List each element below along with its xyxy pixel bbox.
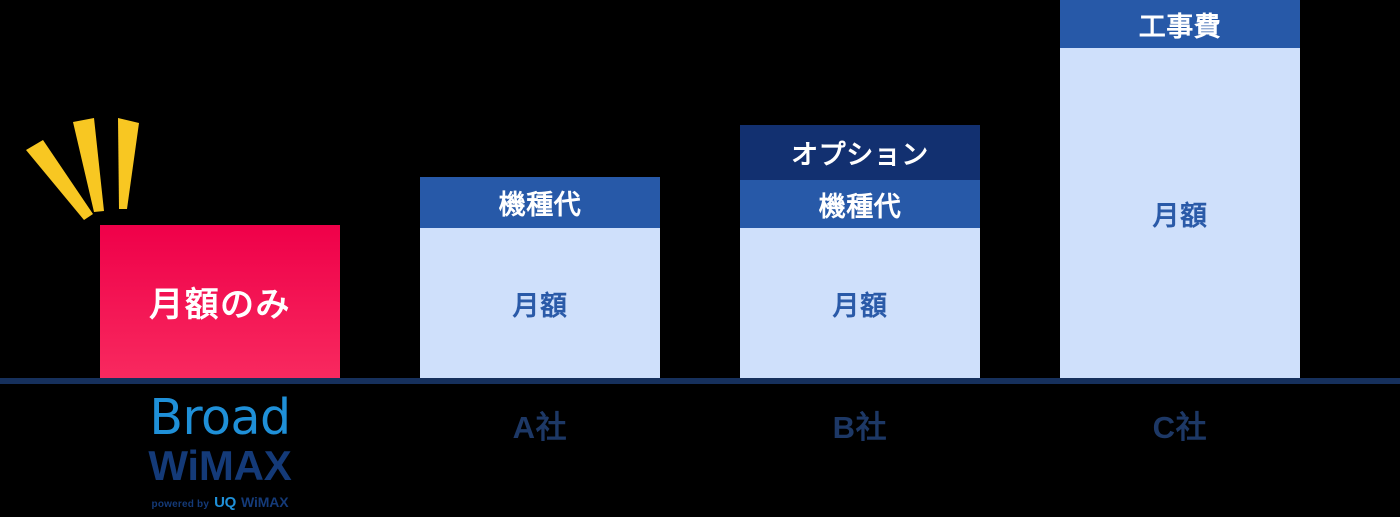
emphasis-rays-icon — [14, 108, 154, 223]
bar-segment-option-fee: オプション — [740, 125, 980, 180]
bar-broad-wimax: 月額のみ — [100, 225, 340, 378]
bar-segment-monthly-only: 月額のみ — [100, 225, 340, 378]
bar-segment-monthly-fee: 月額 — [420, 228, 660, 378]
logo-text-broad: Broad — [149, 389, 291, 446]
logo-powered-by-text: powered by — [151, 499, 210, 511]
brand-logo-broad-wimax: Broad WiMAX powered by UQ WiMAX — [100, 393, 340, 515]
xtick-label-company-b: B社 — [832, 410, 888, 445]
logo-partner-uq: UQ — [214, 494, 237, 512]
ray-middle — [73, 118, 104, 212]
starburst-svg — [26, 118, 139, 220]
bar-segment-monthly-fee: 月額 — [1060, 48, 1300, 378]
logo-partner-wimax: WiMAX — [241, 494, 289, 511]
bar-company-a: 機種代 月額 — [420, 177, 660, 378]
bar-segment-device-fee: 機種代 — [740, 180, 980, 228]
axis-baseline — [0, 378, 1400, 384]
logo-powered-by-row: powered by UQ WiMAX — [152, 494, 289, 511]
bar-company-b: オプション 機種代 月額 — [740, 125, 980, 378]
xtick-label-company-a: A社 — [512, 410, 568, 445]
ray-right — [118, 118, 139, 209]
ray-left — [26, 140, 93, 220]
logo-text-wimax: WiMAX — [148, 442, 292, 489]
bar-company-c: 工事費 月額 — [1060, 0, 1300, 378]
bar-segment-device-fee: 機種代 — [420, 177, 660, 228]
xtick-label-company-c: C社 — [1152, 410, 1208, 445]
bar-segment-installation-fee: 工事費 — [1060, 0, 1300, 48]
bar-segment-monthly-fee: 月額 — [740, 228, 980, 378]
